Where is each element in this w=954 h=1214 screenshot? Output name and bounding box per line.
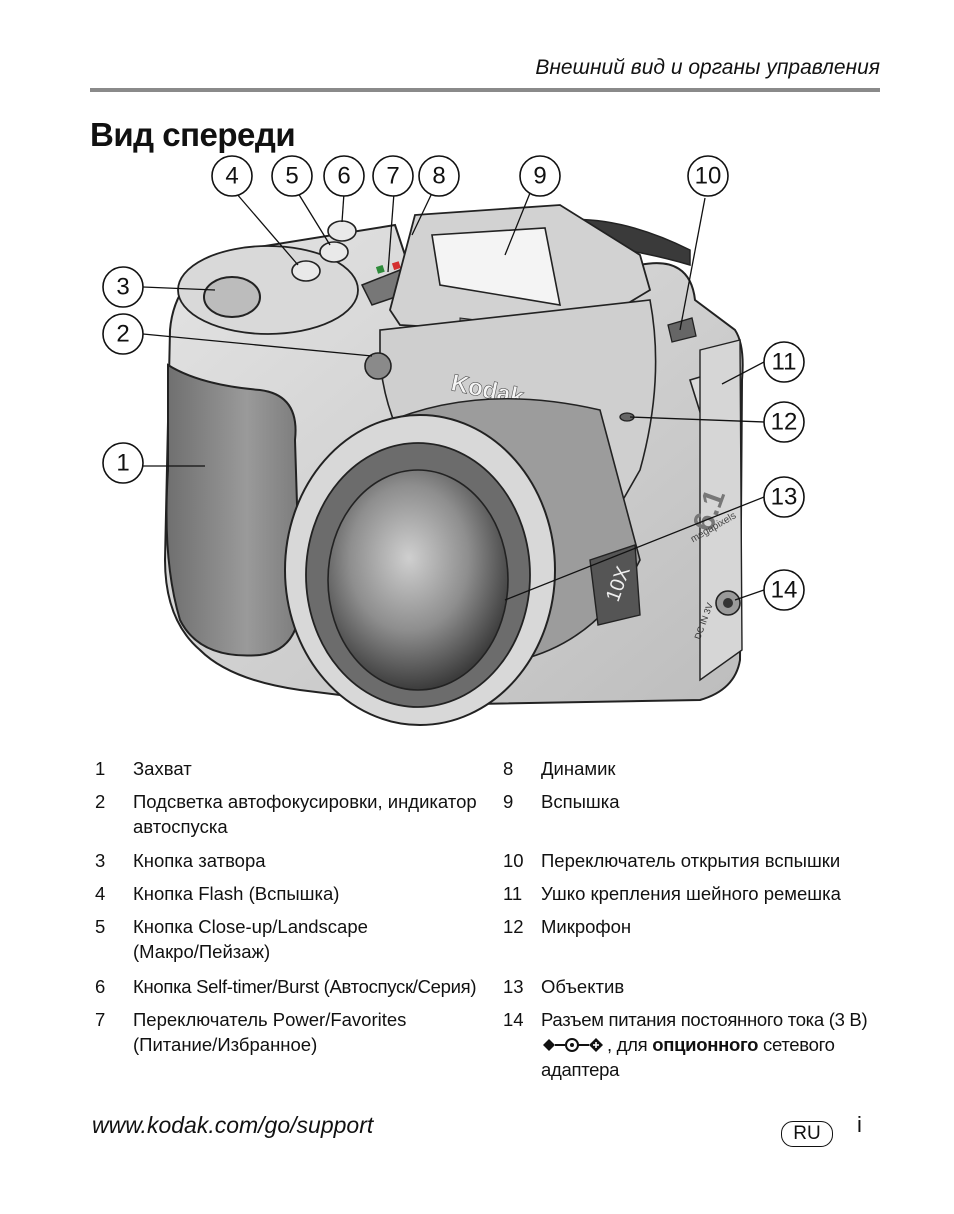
svg-text:1: 1 bbox=[116, 450, 129, 477]
callout-11: 11 bbox=[763, 341, 805, 383]
svg-text:14: 14 bbox=[771, 577, 798, 604]
page-title: Вид спереди bbox=[90, 116, 296, 153]
flash-button bbox=[291, 260, 321, 282]
support-url: www.kodak.com/go/support bbox=[92, 1112, 374, 1138]
callout-5: 5 bbox=[271, 155, 313, 197]
callout-10: 10 bbox=[687, 155, 729, 197]
shutter-button bbox=[203, 276, 261, 318]
language-badge: RU bbox=[781, 1121, 833, 1147]
svg-text:5: 5 bbox=[285, 163, 298, 190]
callout-14: 14 bbox=[763, 569, 805, 611]
svg-text:12: 12 bbox=[771, 409, 798, 436]
svg-text:8: 8 bbox=[432, 163, 445, 190]
flash-release bbox=[667, 317, 697, 343]
closeup-button bbox=[319, 241, 349, 263]
callout-6: 6 bbox=[323, 155, 365, 197]
grip bbox=[165, 363, 302, 657]
callout-1: 1 bbox=[102, 442, 144, 484]
callout-4: 4 bbox=[211, 155, 253, 197]
selftimer-button bbox=[327, 220, 357, 242]
flash-window bbox=[431, 227, 562, 306]
callout-13: 13 bbox=[763, 476, 805, 518]
callout-8: 8 bbox=[418, 155, 460, 197]
callout-7: 7 bbox=[372, 155, 414, 197]
header-rule bbox=[90, 88, 880, 92]
zoom-badge bbox=[589, 544, 641, 626]
svg-text:9: 9 bbox=[533, 163, 546, 190]
svg-text:11: 11 bbox=[772, 349, 797, 376]
callout-2: 2 bbox=[102, 313, 144, 355]
svg-text:2: 2 bbox=[116, 321, 129, 348]
callout-3: 3 bbox=[102, 266, 144, 308]
callout-9: 9 bbox=[519, 155, 561, 197]
section-header: Внешний вид и органы управления bbox=[535, 56, 880, 79]
svg-text:10: 10 bbox=[695, 163, 722, 190]
callout-12: 12 bbox=[763, 401, 805, 443]
svg-text:6: 6 bbox=[337, 163, 350, 190]
svg-text:4: 4 bbox=[225, 163, 238, 190]
page-number: i bbox=[857, 1112, 862, 1137]
af-assist-lamp bbox=[364, 352, 392, 380]
camera-front-illustration: Kodak 6.1 megapixels DC IN 3V 10X 1 2 3 bbox=[102, 155, 805, 726]
svg-text:13: 13 bbox=[771, 484, 798, 511]
dc-polarity-icon bbox=[543, 1038, 603, 1052]
svg-text:3: 3 bbox=[116, 274, 129, 301]
svg-text:7: 7 bbox=[386, 163, 399, 190]
lens-glass bbox=[327, 469, 509, 691]
legend-item-14: 14 Разъем питания постоянного тока (3 В)… bbox=[503, 1009, 868, 1080]
